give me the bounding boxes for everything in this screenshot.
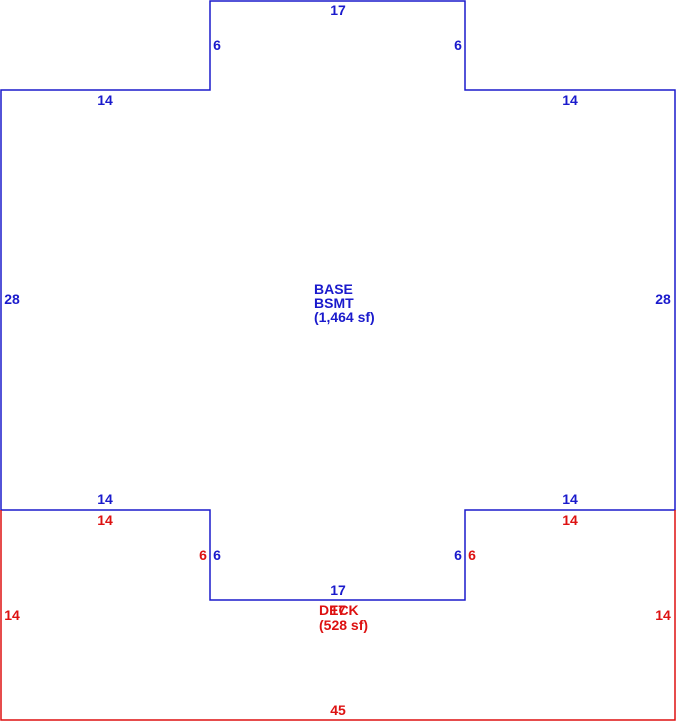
base-dim-bottom-right-notch: 6: [454, 547, 462, 563]
base-dim-top-right-notch: 6: [454, 37, 462, 53]
base-area-sub: BSMT: [314, 295, 354, 311]
base-dim-left-side: 28: [4, 291, 20, 307]
base-dim-bottom: 17: [330, 582, 346, 598]
base-dim-right-side: 28: [655, 291, 671, 307]
deck-dim-bottom: 45: [330, 702, 346, 718]
deck-dim-right-side: 14: [655, 607, 671, 623]
base-dim-upper-left-ledge: 14: [97, 92, 113, 108]
base-dim-lower-left-ledge: 14: [97, 491, 113, 507]
base-outline: [0, 0, 676, 601]
deck-dim-top-left: 14: [97, 512, 113, 528]
deck-dim-inner-right: 6: [468, 547, 476, 563]
deck-dim-top-right: 14: [562, 512, 578, 528]
base-dim-bottom-left-notch: 6: [213, 547, 221, 563]
deck-dim-left-side: 14: [4, 607, 20, 623]
base-dim-upper-right-ledge: 14: [562, 92, 578, 108]
base-area-name: BASE: [314, 281, 353, 297]
base-dim-top-left-notch: 6: [213, 37, 221, 53]
deck-dim-inner-bottom: 17: [330, 602, 346, 618]
deck-area-name: DECK: [319, 602, 359, 618]
base-area-size: (1,464 sf): [314, 309, 375, 325]
deck-area-size: (528 sf): [319, 617, 368, 633]
deck-dim-inner-left: 6: [199, 547, 207, 563]
deck-outline: [0, 510, 676, 721]
base-dim-top: 17: [330, 2, 346, 18]
base-dim-lower-right-ledge: 14: [562, 491, 578, 507]
